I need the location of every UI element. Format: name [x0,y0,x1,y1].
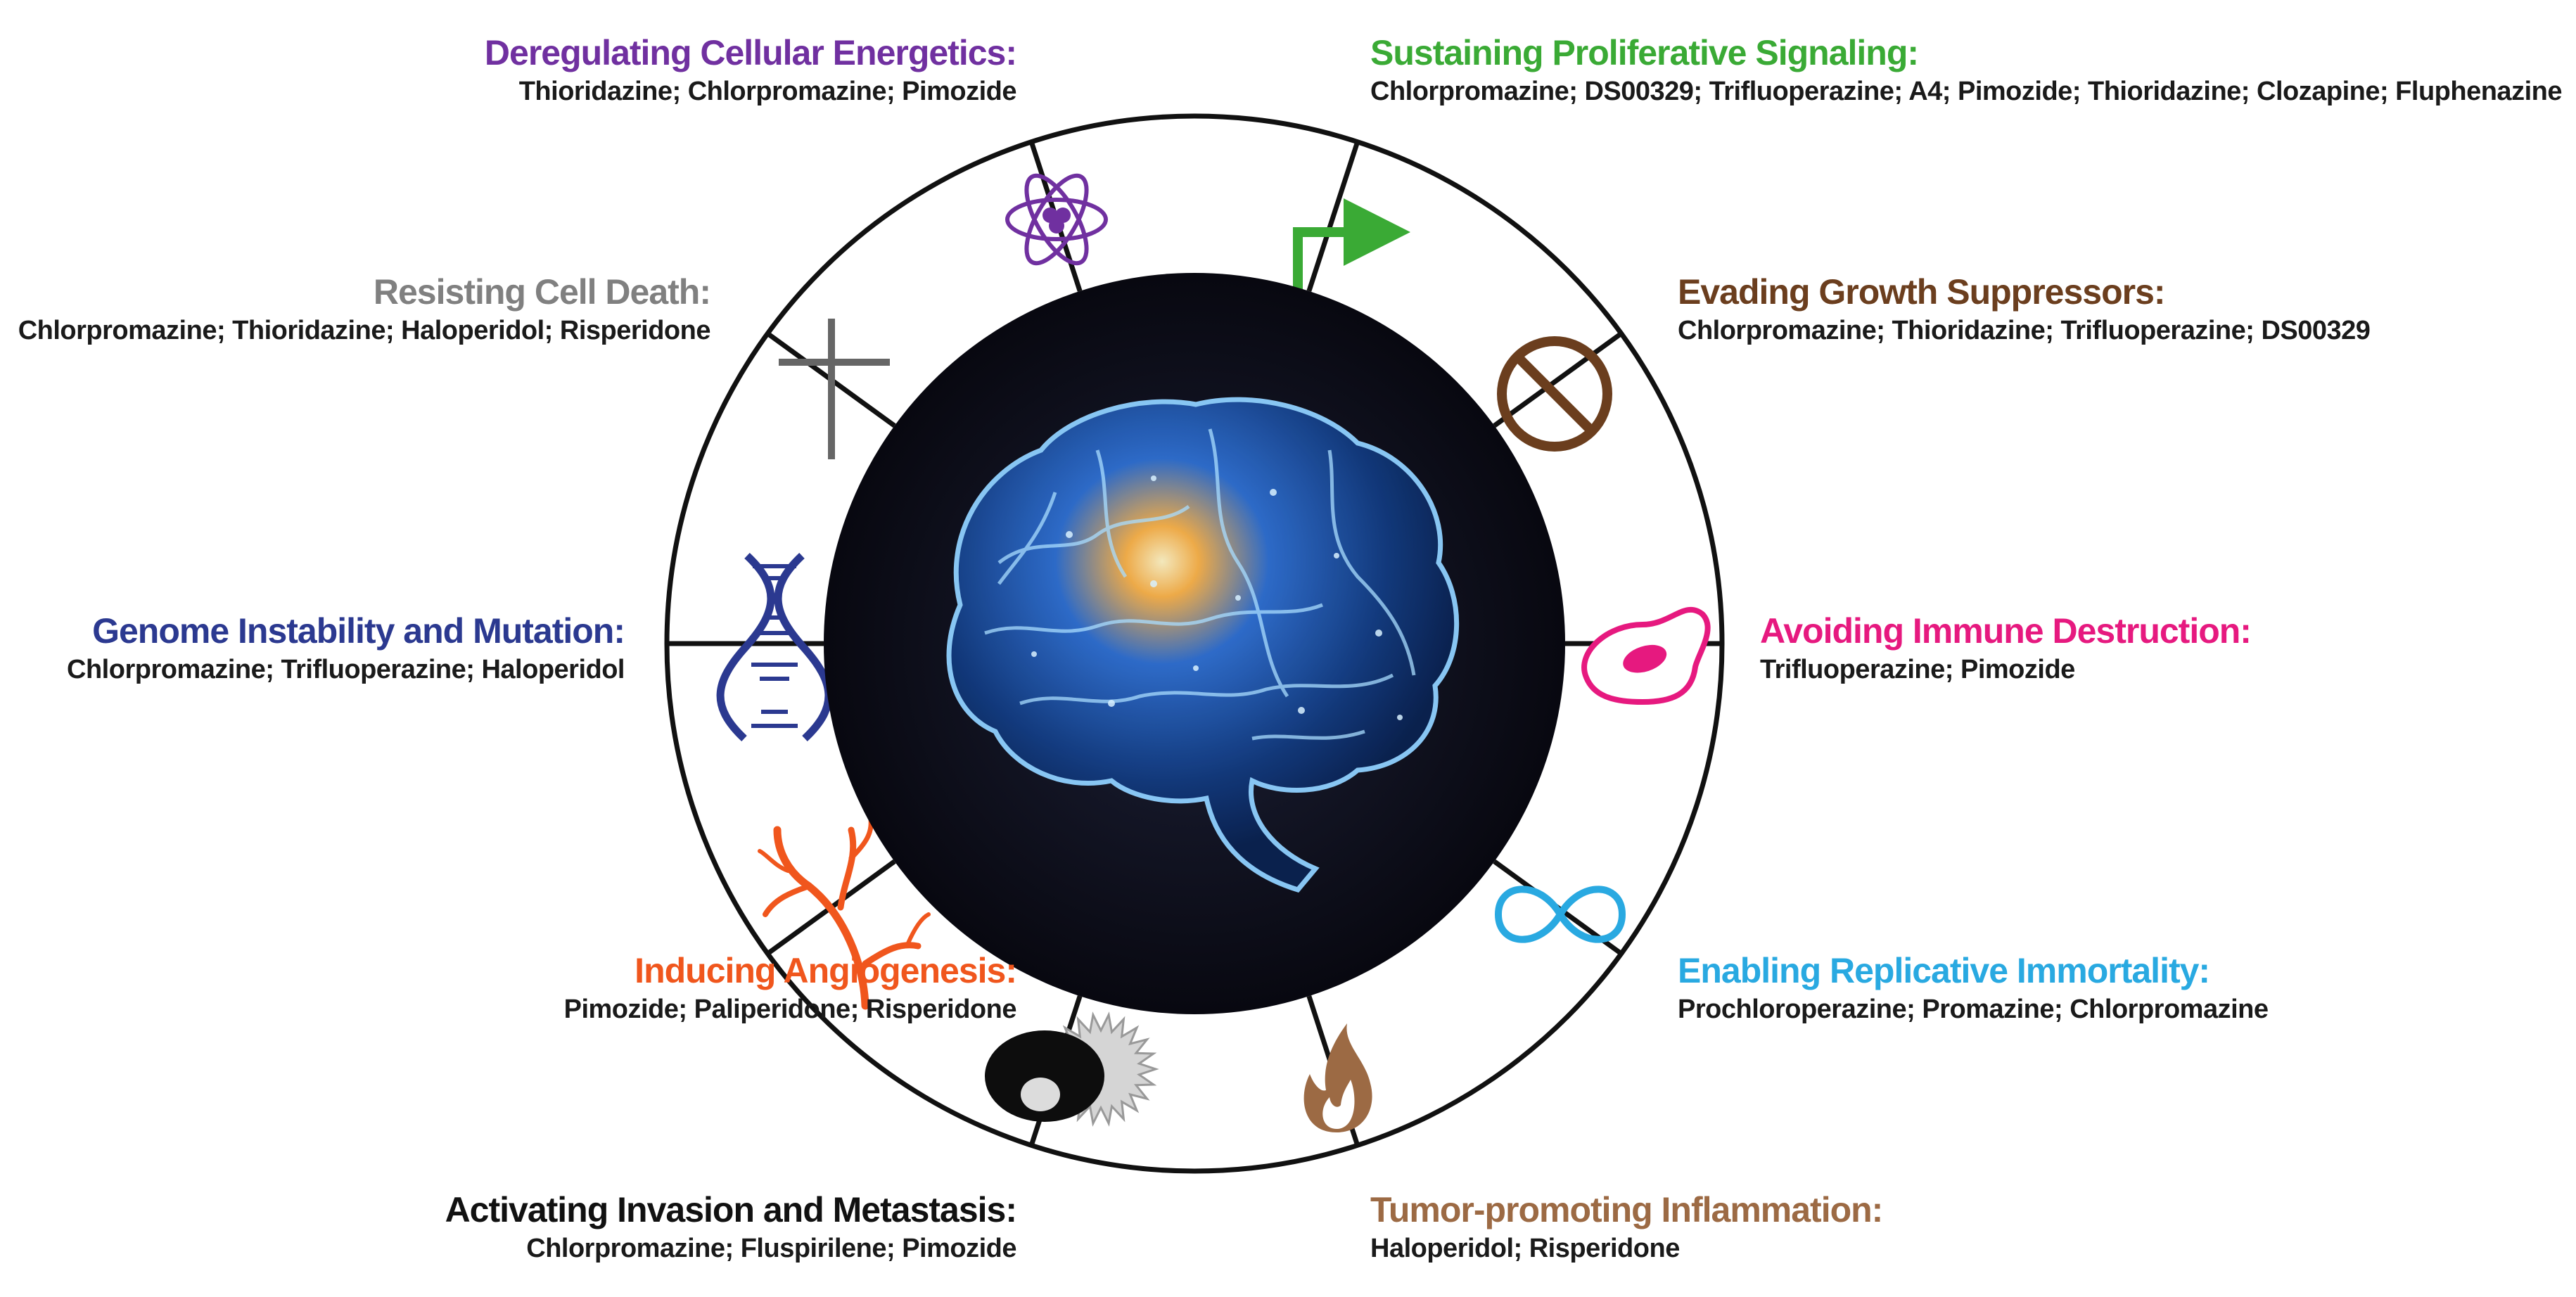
flame-icon [1303,1023,1372,1132]
hallmark-drugs: Chlorpromazine; DS00329; Trifluoperazine… [1370,77,2562,106]
cell-icon [1581,607,1711,705]
blood-vessel-icon [758,817,931,1010]
metastasis-cell-icon [985,1011,1159,1127]
hallmark-growth: Evading Growth Suppressors: Chlorpromazi… [1678,271,2576,348]
ring-divider [1306,141,1360,292]
cross-icon [779,319,890,459]
infinity-icon [1494,886,1626,943]
hallmark-genome: Genome Instability and Mutation: Chlorpr… [0,610,625,687]
hallmark-drugs: Chlorpromazine; Trifluoperazine; Haloper… [67,655,625,684]
arrow-up-right-icon [1293,198,1410,295]
ring-divider [1493,331,1623,428]
hallmark-title: Avoiding Immune Destruction: [1760,611,2252,651]
hallmark-energetics: Deregulating Cellular Energetics: Thiori… [32,32,1017,109]
hallmark-death: Resisting Cell Death: Chlorpromazine; Th… [0,271,711,348]
hallmark-title: Genome Instability and Mutation: [92,611,625,651]
hallmark-proliferative: Sustaining Proliferative Signaling: Chlo… [1370,32,2566,109]
hallmark-immortality: Enabling Replicative Immortality: Prochl… [1678,950,2576,1027]
hallmark-title: Tumor-promoting Inflammation: [1370,1190,1883,1229]
brain-icon [946,397,1460,893]
hallmark-title: Resisting Cell Death: [373,272,711,312]
hallmark-inflammation: Tumor-promoting Inflammation: Haloperido… [1370,1189,2355,1266]
hallmark-title: Deregulating Cellular Energetics: [484,33,1017,72]
hallmark-drugs: Trifluoperazine; Pimozide [1760,655,2075,684]
hallmark-drugs: Chlorpromazine; Fluspirilene; Pimozide [526,1234,1016,1263]
hallmark-title: Sustaining Proliferative Signaling: [1370,33,1919,72]
hallmark-drugs: Haloperidol; Risperidone [1370,1234,1680,1263]
prohibited-icon [1497,336,1612,452]
hallmark-invasion: Activating Invasion and Metastasis: Chlo… [32,1189,1017,1266]
atom-icon [1005,173,1108,266]
dna-icon [716,552,833,742]
hallmark-title: Activating Invasion and Metastasis: [445,1190,1017,1229]
hallmark-drugs: Pimozide; Paliperidone; Risperidone [563,995,1017,1024]
hallmark-drugs: Chlorpromazine; Thioridazine; Haloperido… [18,316,711,345]
hallmark-title: Evading Growth Suppressors: [1678,272,2166,312]
hallmark-immune: Avoiding Immune Destruction: Trifluopera… [1760,610,2576,687]
hallmark-angiogenesis: Inducing Angiogenesis: Pimozide; Paliper… [32,950,1017,1027]
hallmark-title: Enabling Replicative Immortality: [1678,951,2210,990]
hallmark-drugs: Thioridazine; Chlorpromazine; Pimozide [518,77,1017,106]
hallmark-title: Inducing Angiogenesis: [635,951,1017,990]
hallmark-drugs: Chlorpromazine; Thioridazine; Trifluoper… [1678,316,2371,345]
hallmark-drugs: Prochloroperazine; Promazine; Chlorproma… [1678,995,2269,1024]
